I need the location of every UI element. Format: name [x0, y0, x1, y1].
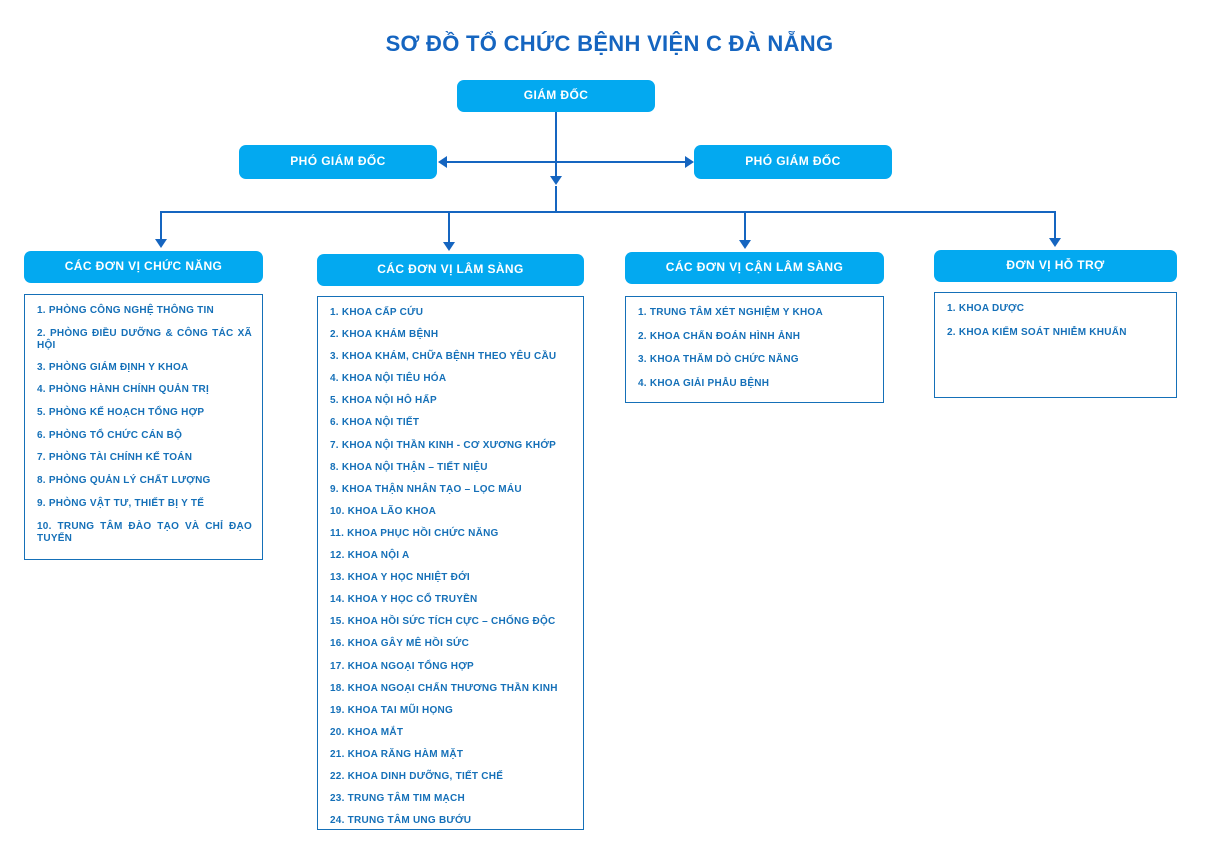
list-item[interactable]: 2. PHÒNG ĐIỀU DƯỠNG & CÔNG TÁC XÃ HỘI: [37, 327, 252, 352]
list-item[interactable]: 8. PHÒNG QUẢN LÝ CHẤT LƯỢNG: [37, 475, 211, 487]
arrow-category-2-down-icon: [739, 240, 751, 249]
list-item[interactable]: 5. PHÒNG KẾ HOẠCH TỔNG HỢP: [37, 407, 205, 419]
list-item[interactable]: 1. TRUNG TÂM XÉT NGHIỆM Y KHOA: [638, 307, 823, 318]
list-item[interactable]: 9. KHOA THẬN NHÂN TẠO – LỌC MÁU: [330, 483, 522, 495]
list-item[interactable]: 6. KHOA NỘI TIẾT: [330, 417, 420, 429]
list-item[interactable]: 2. KHOA KIỂM SOÁT NHIỄM KHUẨN: [947, 326, 1127, 338]
category-header-paraclinical-units[interactable]: CÁC ĐƠN VỊ CẬN LÂM SÀNG: [625, 252, 884, 284]
connector-director-to-bus: [555, 186, 557, 212]
category-header-support-units[interactable]: ĐƠN VỊ HỖ TRỢ: [934, 250, 1177, 282]
list-item[interactable]: 21. KHOA RĂNG HÀM MẶT: [330, 748, 464, 760]
list-item[interactable]: 23. TRUNG TÂM TIM MẠCH: [330, 793, 465, 805]
list-panel-paraclinical-units: 1. TRUNG TÂM XÉT NGHIỆM Y KHOA 2. KHOA C…: [625, 296, 884, 403]
connector-bus-horizontal: [160, 211, 1056, 213]
arrow-deputy-left-icon: [438, 156, 447, 168]
list-item[interactable]: 12. KHOA NỘI A: [330, 550, 410, 562]
arrow-category-3-down-icon: [1049, 238, 1061, 247]
node-deputy-director-right[interactable]: PHÓ GIÁM ĐỐC: [694, 145, 892, 179]
list-item[interactable]: 8. KHOA NỘI THẬN – TIẾT NIỆU: [330, 461, 488, 473]
list-item[interactable]: 1. PHÒNG CÔNG NGHỆ THÔNG TIN: [37, 305, 215, 316]
list-item[interactable]: 1. KHOA CẤP CỨU: [330, 307, 424, 318]
connector-drop-2: [744, 211, 746, 241]
list-item[interactable]: 10. KHOA LÃO KHOA: [330, 505, 437, 517]
list-panel-support-units: 1. KHOA DƯỢC 2. KHOA KIỂM SOÁT NHIỄM KHU…: [934, 292, 1177, 398]
list-item[interactable]: 10. TRUNG TÂM ĐÀO TẠO VÀ CHỈ ĐẠO TUYẾN: [37, 520, 252, 545]
list-item[interactable]: 13. KHOA Y HỌC NHIỆT ĐỚI: [330, 572, 470, 584]
list-item[interactable]: 4. KHOA GIẢI PHẪU BỆNH: [638, 377, 770, 389]
list-item[interactable]: 7. KHOA NỘI THẦN KINH - CƠ XƯƠNG KHỚP: [330, 439, 557, 451]
node-director[interactable]: GIÁM ĐỐC: [457, 80, 655, 112]
connector-drop-3: [1054, 211, 1056, 239]
list-item[interactable]: 24. TRUNG TÂM UNG BƯỚU: [330, 815, 472, 827]
arrow-category-1-down-icon: [443, 242, 455, 251]
list-item[interactable]: 22. KHOA DINH DƯỠNG, TIẾT CHẾ: [330, 770, 504, 782]
list-item[interactable]: 3. PHÒNG GIÁM ĐỊNH Y KHOA: [37, 361, 189, 373]
list-item[interactable]: 17. KHOA NGOẠI TỔNG HỢP: [330, 660, 474, 672]
arrow-deputy-right-icon: [685, 156, 694, 168]
list-item[interactable]: 5. KHOA NỘI HÔ HẤP: [330, 395, 437, 407]
list-panel-functional-units: 1. PHÒNG CÔNG NGHỆ THÔNG TIN 2. PHÒNG ĐI…: [24, 294, 263, 560]
list-panel-clinical-units: 1. KHOA CẤP CỨU 2. KHOA KHÁM BỆNH 3. KHO…: [317, 296, 584, 830]
arrow-category-0-down-icon: [155, 239, 167, 248]
list-item[interactable]: 2. KHOA KHÁM BỆNH: [330, 329, 439, 341]
list-item[interactable]: 4. PHÒNG HÀNH CHÍNH QUẢN TRỊ: [37, 384, 210, 396]
list-item[interactable]: 4. KHOA NỘI TIÊU HÓA: [330, 373, 447, 385]
connector-drop-1: [448, 211, 450, 243]
list-item[interactable]: 1. KHOA DƯỢC: [947, 303, 1025, 314]
list-item[interactable]: 9. PHÒNG VẬT TƯ, THIẾT BỊ Y TẾ: [37, 497, 205, 509]
list-item[interactable]: 19. KHOA TAI MŨI HỌNG: [330, 704, 454, 716]
list-item[interactable]: 2. KHOA CHẨN ĐOÁN HÌNH ẢNH: [638, 330, 801, 342]
node-deputy-director-left[interactable]: PHÓ GIÁM ĐỐC: [239, 145, 437, 179]
category-header-functional-units[interactable]: CÁC ĐƠN VỊ CHỨC NĂNG: [24, 251, 263, 283]
list-item[interactable]: 11. KHOA PHỤC HỒI CHỨC NĂNG: [330, 527, 499, 539]
connector-drop-0: [160, 211, 162, 240]
list-item[interactable]: 3. KHOA KHÁM, CHỮA BỆNH THEO YÊU CẦU: [330, 351, 557, 363]
list-item[interactable]: 6. PHÒNG TỔ CHỨC CÁN BỘ: [37, 429, 183, 441]
list-item[interactable]: 18. KHOA NGOẠI CHẤN THƯƠNG THẦN KINH: [330, 682, 558, 694]
list-item[interactable]: 7. PHÒNG TÀI CHÍNH KẾ TOÁN: [37, 452, 193, 464]
category-header-clinical-units[interactable]: CÁC ĐƠN VỊ LÂM SÀNG: [317, 254, 584, 286]
connector-director-vertical: [555, 112, 557, 177]
arrow-director-down-icon: [550, 176, 562, 185]
list-item[interactable]: 3. KHOA THĂM DÒ CHỨC NĂNG: [638, 354, 799, 365]
page-title: SƠ ĐỒ TỔ CHỨC BỆNH VIỆN C ĐÀ NẴNG: [385, 31, 834, 56]
list-item[interactable]: 16. KHOA GÂY MÊ HỒI SỨC: [330, 638, 470, 650]
list-item[interactable]: 14. KHOA Y HỌC CỔ TRUYỀN: [330, 594, 478, 606]
list-item[interactable]: 15. KHOA HỒI SỨC TÍCH CỰC – CHỐNG ĐỘC: [330, 616, 556, 628]
list-item[interactable]: 20. KHOA MẮT: [330, 726, 404, 738]
connector-deputies-horizontal: [446, 161, 686, 163]
